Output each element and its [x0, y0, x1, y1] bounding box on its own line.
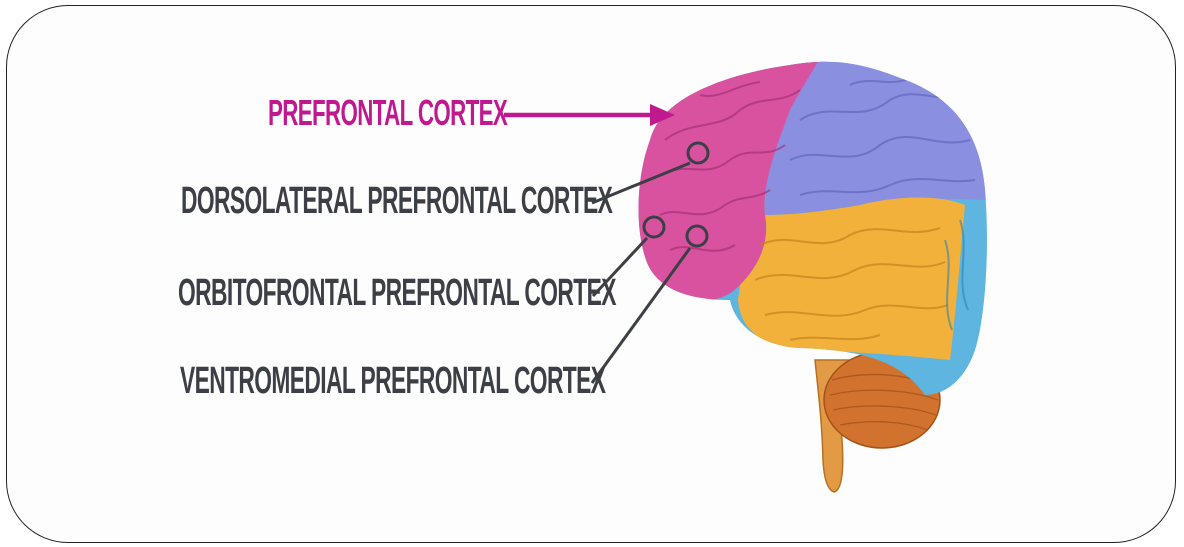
dorsolateral-label: DORSOLATERAL PREFRONTAL CORTEX: [181, 180, 612, 223]
prefrontal-cortex-label: PREFRONTAL CORTEX: [268, 92, 507, 134]
prefrontal-arrow: [504, 104, 675, 126]
ventromedial-pointer-line: [592, 248, 690, 383]
ventromedial-label: VENTROMEDIAL PREFRONTAL CORTEX: [180, 360, 605, 403]
orbitofrontal-label: ORBITOFRONTAL PREFRONTAL CORTEX: [178, 272, 616, 315]
temporal-lobe: [738, 198, 965, 361]
